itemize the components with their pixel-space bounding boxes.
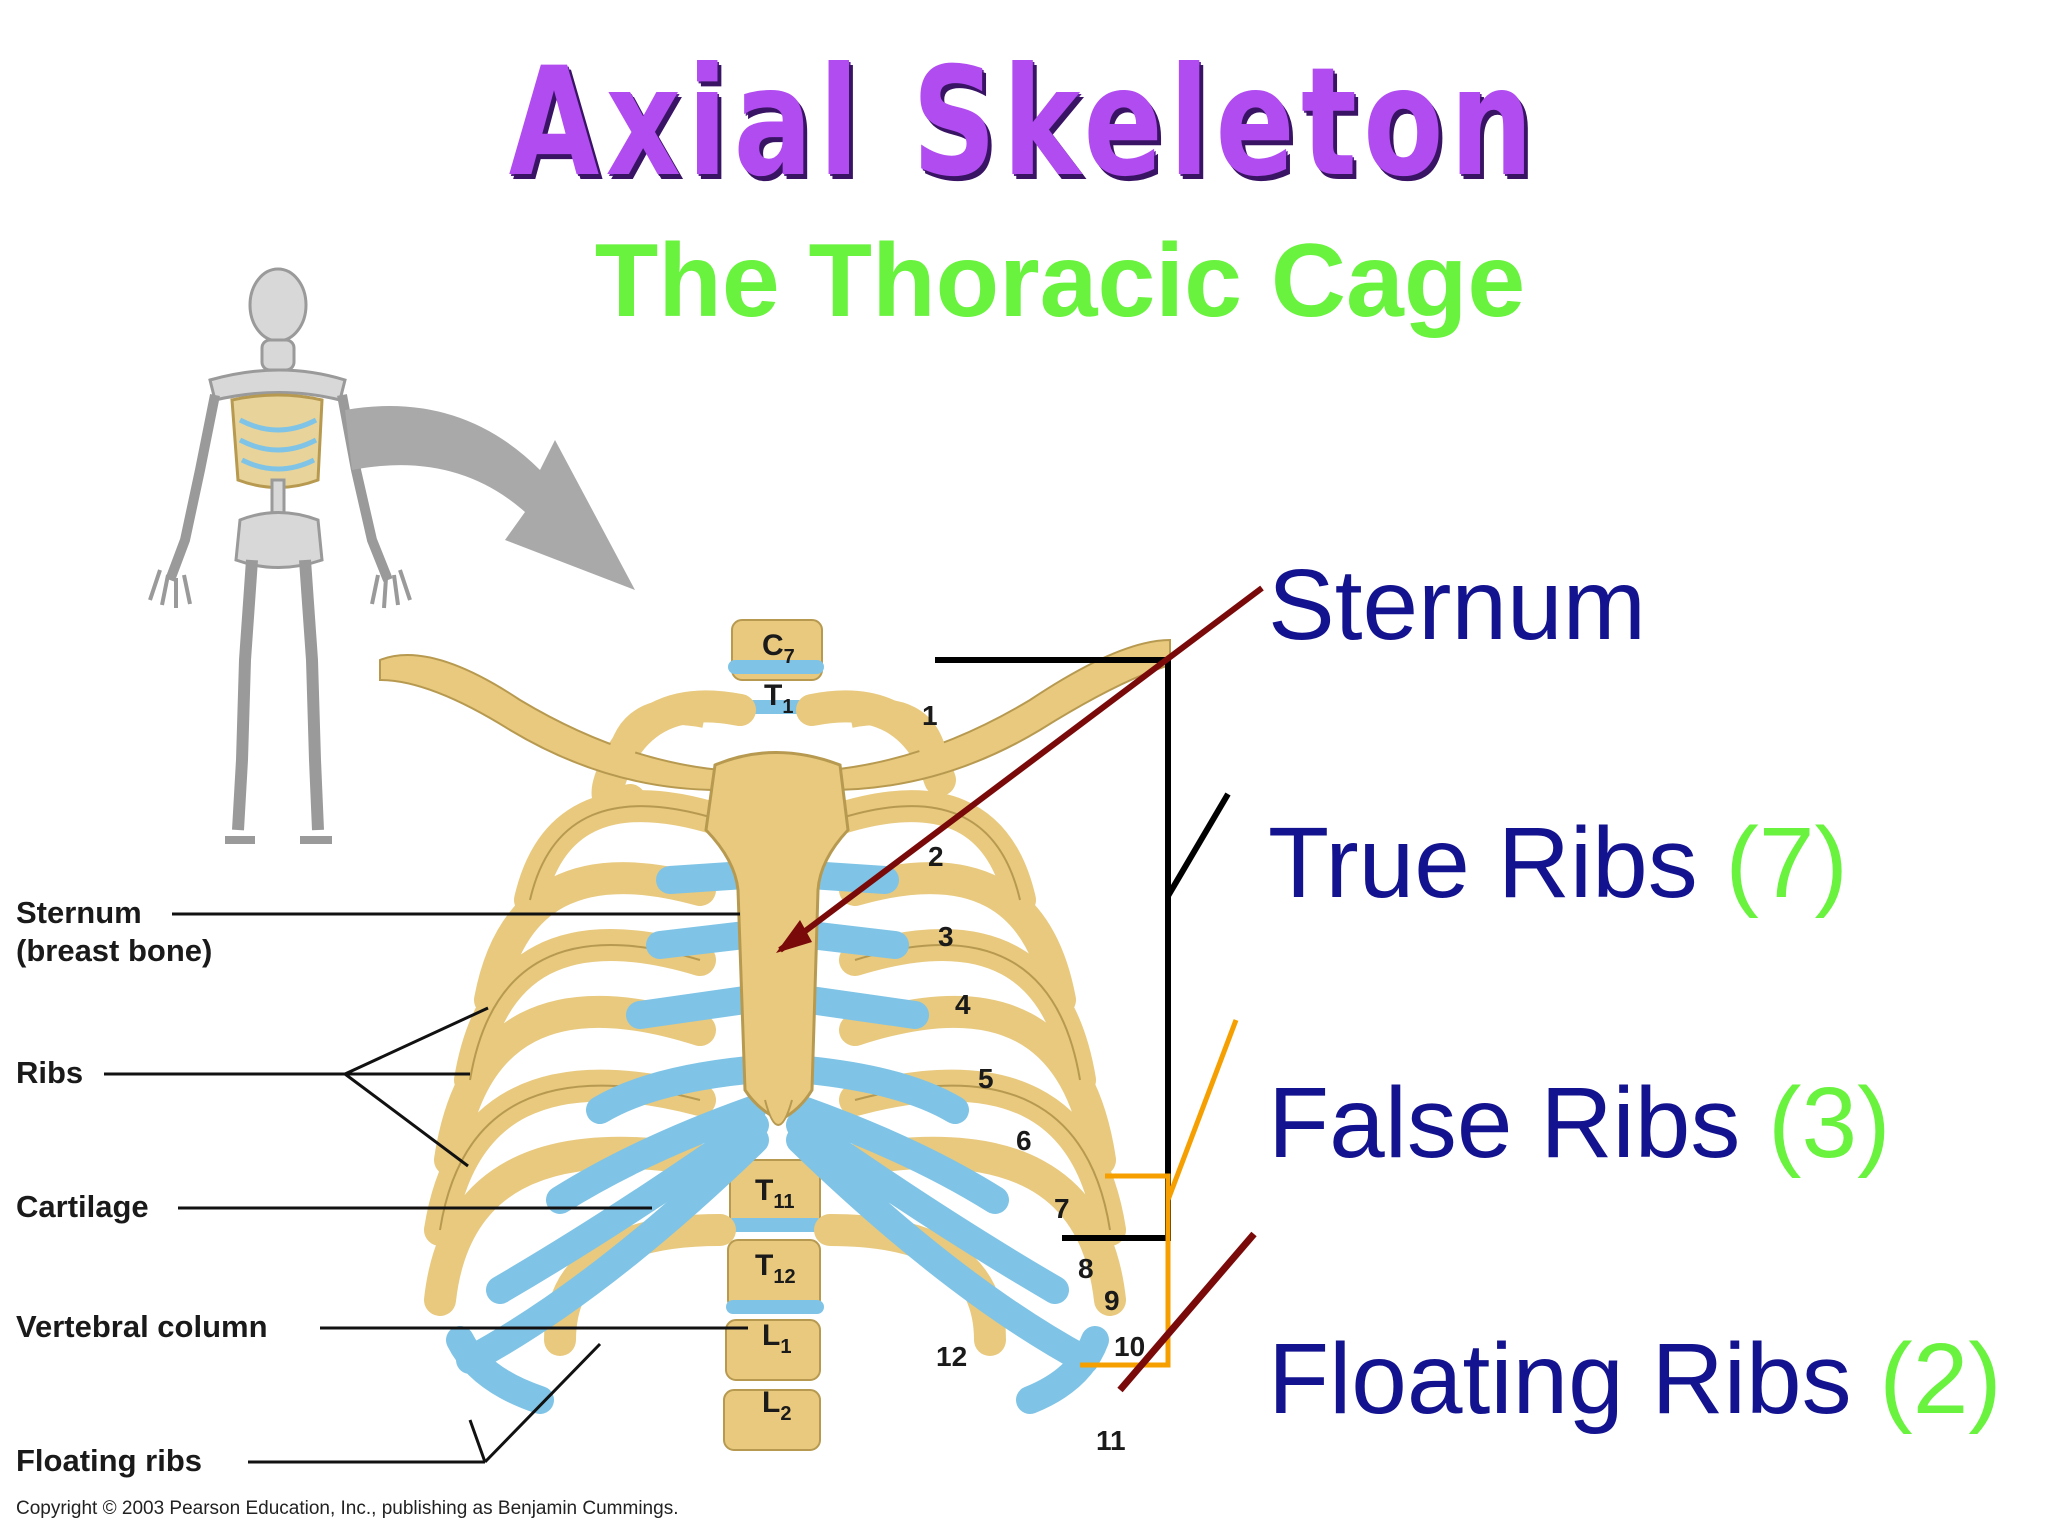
label-sternum-line1: Sternum bbox=[16, 895, 142, 930]
term-floating-ribs: Floating Ribs (2) bbox=[1268, 1322, 2002, 1437]
label-sternum-line2: (breast bone) bbox=[16, 933, 213, 968]
svg-text:1: 1 bbox=[922, 700, 938, 731]
label-sternum: Sternum (breast bone) bbox=[16, 894, 212, 970]
svg-text:7: 7 bbox=[1054, 1193, 1070, 1224]
label-floating-ribs: Floating ribs bbox=[16, 1443, 202, 1478]
svg-text:T12: T12 bbox=[755, 1249, 796, 1288]
svg-text:8: 8 bbox=[1078, 1253, 1094, 1284]
label-ribs: Ribs bbox=[16, 1055, 84, 1090]
svg-text:2: 2 bbox=[928, 841, 944, 872]
svg-text:10: 10 bbox=[1114, 1331, 1145, 1362]
term-floating-ribs-count: (2) bbox=[1879, 1323, 2002, 1435]
term-floating-ribs-name: Floating Ribs bbox=[1268, 1323, 1880, 1435]
rib-group-brackets bbox=[776, 585, 1264, 1393]
svg-text:11: 11 bbox=[1096, 1425, 1126, 1456]
page-title: Axial Skeleton bbox=[508, 36, 1540, 210]
rib-cage: C7 T1 T11 T12 L1 L2 1 2 3 4 5 6 7 8 9 10… bbox=[379, 619, 1171, 1456]
pointer-arrow-icon bbox=[345, 406, 635, 590]
term-true-ribs: True Ribs (7) bbox=[1268, 806, 1848, 921]
svg-text:3: 3 bbox=[938, 921, 954, 952]
term-true-ribs-name: True Ribs bbox=[1268, 807, 1726, 919]
term-false-ribs-count: (3) bbox=[1768, 1067, 1891, 1179]
label-vertebral-column: Vertebral column bbox=[16, 1309, 268, 1344]
svg-text:6: 6 bbox=[1016, 1125, 1032, 1156]
page-subtitle: The Thoracic Cage bbox=[594, 223, 1526, 339]
term-false-ribs: False Ribs (3) bbox=[1268, 1066, 1890, 1181]
term-sternum-name: Sternum bbox=[1268, 549, 1646, 661]
term-sternum: Sternum bbox=[1268, 548, 1646, 663]
term-false-ribs-name: False Ribs bbox=[1268, 1067, 1769, 1179]
term-true-ribs-count: (7) bbox=[1725, 807, 1848, 919]
svg-text:4: 4 bbox=[955, 989, 971, 1020]
svg-text:12: 12 bbox=[936, 1341, 967, 1372]
svg-text:9: 9 bbox=[1104, 1285, 1120, 1316]
full-skeleton-figure bbox=[148, 267, 412, 844]
copyright-note: Copyright © 2003 Pearson Education, Inc.… bbox=[16, 1498, 679, 1519]
svg-text:5: 5 bbox=[978, 1063, 994, 1094]
label-cartilage: Cartilage bbox=[16, 1189, 149, 1224]
svg-text:L1: L1 bbox=[762, 1319, 791, 1358]
label-leaders bbox=[104, 912, 748, 1464]
